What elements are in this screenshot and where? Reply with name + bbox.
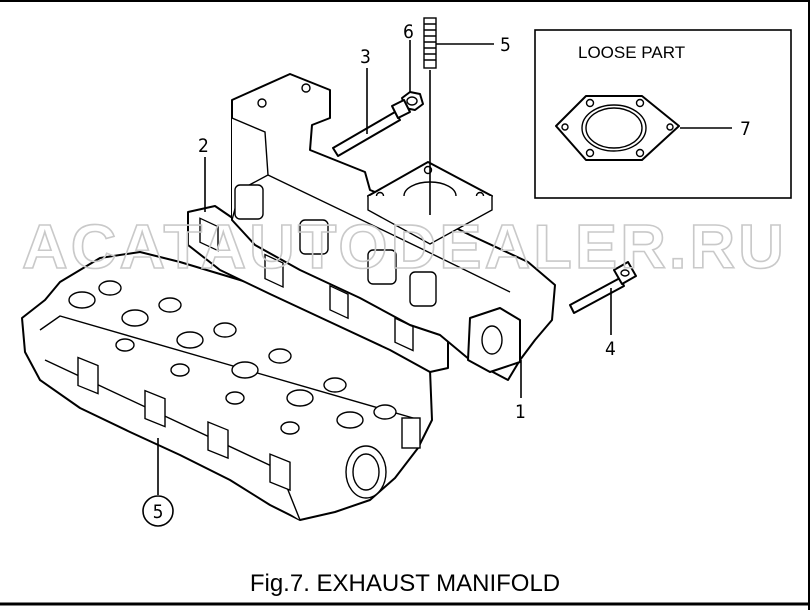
callout-5-circle (142, 495, 174, 527)
inset-box (534, 29, 792, 199)
side-ports (77, 356, 421, 492)
gasket-part-7 (555, 95, 680, 161)
callout-3: 3 (360, 46, 371, 68)
callout-4: 4 (605, 338, 616, 360)
valve-bosses (68, 280, 397, 435)
callout-6: 6 (403, 21, 414, 43)
bolt-part-4 (569, 261, 637, 314)
leader-lines (157, 40, 612, 495)
callout-2: 2 (198, 135, 209, 157)
manifold-gasket (187, 205, 449, 373)
callout-7: 7 (740, 118, 751, 140)
figure-caption: Fig.7. EXHAUST MANIFOLD (250, 570, 560, 597)
callouts: 6 5 3 2 4 1 5 (142, 21, 616, 527)
stud-part-5 (423, 17, 437, 215)
loose-part-inset: LOOSE PART 7 (534, 29, 792, 199)
bolt-part-3 (332, 99, 411, 157)
callout-1: 1 (515, 401, 526, 423)
callout-5-circled: 5 (153, 501, 164, 523)
exhaust-manifold (231, 73, 556, 381)
callout-5-top: 5 (500, 34, 511, 56)
inset-title: LOOSE PART (578, 43, 685, 62)
watermark-text: ACATAUTODEALER.RU (22, 213, 787, 282)
